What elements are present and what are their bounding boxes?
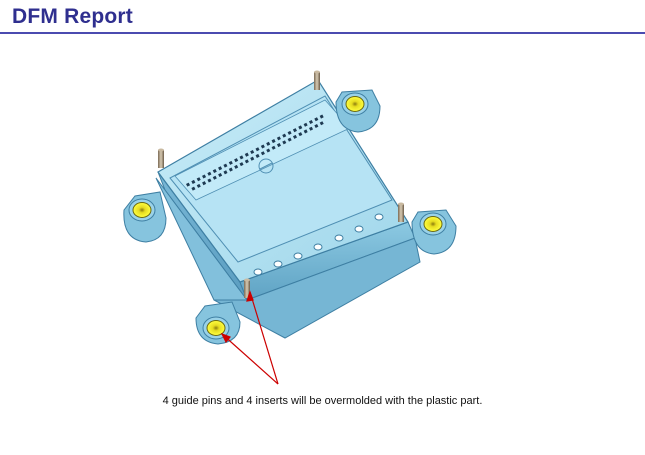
guide-pin-left (158, 148, 164, 168)
pin-hole-row (253, 213, 384, 276)
guide-pin-right (398, 202, 404, 222)
mounting-ear-right (411, 209, 457, 255)
page-title: DFM Report (12, 5, 133, 28)
mounting-ear-back-right (335, 89, 381, 133)
report-header: DFM Report (0, 0, 645, 34)
mounting-ear-front-left (195, 301, 241, 345)
callout-arrows (220, 290, 279, 385)
cover-plate (169, 95, 393, 263)
figure-caption: 4 guide pins and 4 inserts will be overm… (162, 395, 483, 407)
title-underline (0, 32, 645, 34)
guide-pin-back (314, 70, 320, 90)
guide-pin-front (244, 278, 250, 298)
screw-mark (258, 158, 274, 174)
vent-holes (186, 114, 324, 191)
mounting-ear-left (123, 191, 167, 243)
